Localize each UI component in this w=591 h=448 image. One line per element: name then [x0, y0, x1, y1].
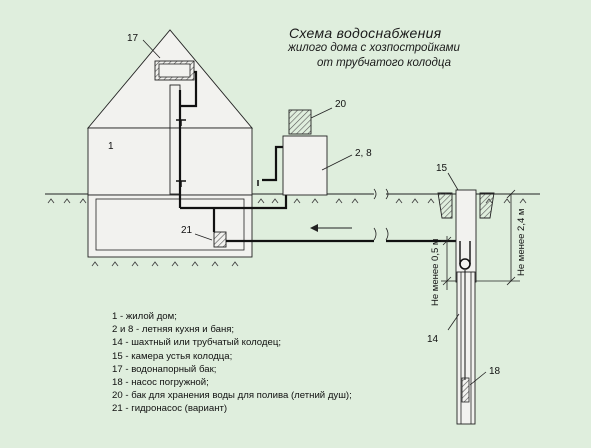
- casing-outer: [456, 271, 476, 425]
- hydropump-leader: [194, 233, 213, 241]
- dimension-depth-label: Не менее 2,4 м: [516, 209, 527, 276]
- casing-leader: [447, 313, 460, 331]
- pipe-break-marks: [373, 227, 389, 241]
- dimension-gap-label: Не менее 0,5 м: [430, 239, 441, 306]
- diagram-title-line-3: от трубчатого колодца: [317, 57, 451, 69]
- label-pump: 18: [489, 366, 501, 377]
- hydropump: [213, 231, 227, 248]
- ground-break-marks: [373, 188, 389, 200]
- well-casing: [447, 270, 487, 425]
- kitchen-feed-pipe: [180, 145, 288, 210]
- legend: 1 - жилой дом; 2 и 8 - летняя кухня и ба…: [112, 310, 352, 416]
- label-hydropump: 21: [181, 225, 193, 236]
- faucet-icon-lower: [176, 180, 186, 187]
- pump-leader: [469, 371, 487, 386]
- water-tank: [154, 60, 195, 195]
- well-chamber: [437, 172, 495, 283]
- legend-item: 2 и 8 - летняя кухня и баня;: [112, 324, 235, 336]
- well-riser: [459, 241, 471, 264]
- label-well: 14: [427, 334, 439, 345]
- submersible-pump: [461, 377, 470, 403]
- faucet-icon-upper: [176, 119, 186, 126]
- chamber-wall-right: [479, 192, 495, 219]
- well-valve: [459, 258, 471, 270]
- legend-item: 14 - шахтный или трубчатый колодец;: [112, 337, 282, 349]
- kitchen-leader: [321, 154, 353, 171]
- chamber-wall-left: [437, 192, 453, 219]
- shower-tank: [288, 109, 312, 135]
- tank-leader: [142, 39, 161, 59]
- legend-item: 15 - камера устья колодца;: [112, 350, 233, 362]
- dimension-lines: [441, 189, 520, 290]
- legend-item: 17 - водонапорный бак;: [112, 363, 217, 375]
- diagram-title-line-2: жилого дома с хозпостройками: [288, 42, 460, 54]
- legend-item: 18 - насос погружной;: [112, 377, 209, 389]
- legend-item: 21 - гидронасос (вариант): [112, 403, 228, 415]
- soil-hatching: [47, 198, 527, 267]
- shower-tank-leader: [310, 107, 333, 119]
- label-shower-tank: 20: [335, 99, 347, 110]
- label-chamber: 15: [436, 163, 448, 174]
- label-tank: 17: [127, 33, 139, 44]
- kitchen-building: [282, 135, 328, 196]
- diagram-title-line-1: Схема водоснабжения: [289, 25, 442, 41]
- label-kitchen: 2, 8: [355, 148, 372, 159]
- tank-overflow-pipe: [180, 70, 198, 108]
- legend-item: 1 - жилой дом;: [112, 311, 177, 322]
- summer-kitchen: [282, 107, 353, 196]
- label-house: 1: [108, 141, 114, 152]
- legend-item: 20 - бак для хранения воды для полива (л…: [112, 390, 352, 402]
- chamber-leader: [447, 172, 459, 191]
- tank-inner: [158, 63, 191, 78]
